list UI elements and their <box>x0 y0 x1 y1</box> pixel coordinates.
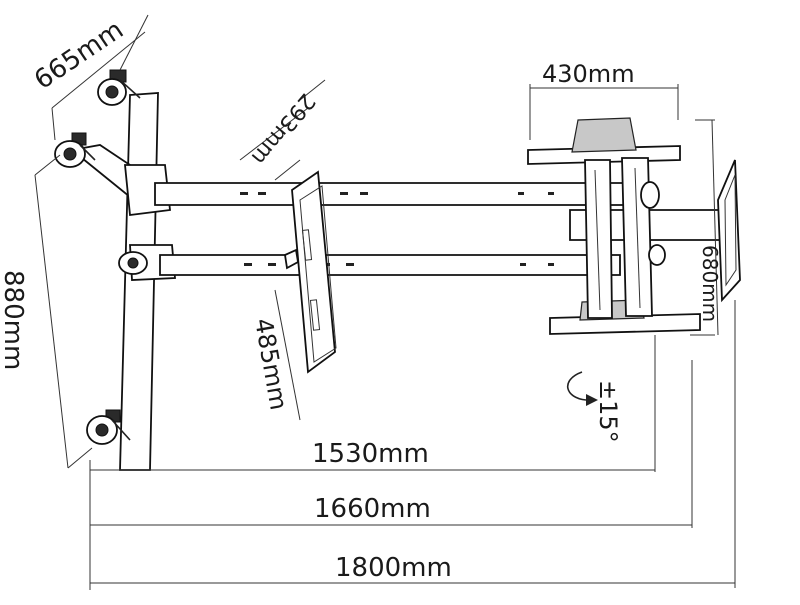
label-base-length: 880mm <box>0 270 28 370</box>
mount-upright-left <box>584 159 613 319</box>
caster-bottom <box>86 409 131 445</box>
caster-wheels <box>54 69 148 445</box>
label-mount-height: 680mm <box>698 245 722 322</box>
label-plate-height: 485mm <box>249 316 293 412</box>
mount-bracket <box>527 117 741 335</box>
rail-lower <box>159 254 621 276</box>
label-length-1660: 1660mm <box>314 494 431 524</box>
plate-face <box>291 170 336 374</box>
label-length-1530: 1530mm <box>312 439 429 469</box>
caster-middle <box>118 251 148 275</box>
mount-back-panel <box>717 159 741 303</box>
label-tilt: ±15° <box>594 380 622 443</box>
label-plate-width: 293mm <box>246 88 320 169</box>
shelf-plate <box>284 170 337 374</box>
label-mount-width: 430mm <box>542 60 635 88</box>
mount-top-clamp <box>571 117 637 153</box>
rail-upper <box>154 182 641 206</box>
caster-left <box>54 132 96 168</box>
rail-holes-upper <box>240 192 554 195</box>
dimension-lines <box>34 14 736 590</box>
base-leg-long <box>119 92 159 471</box>
label-length-1800: 1800mm <box>335 553 452 583</box>
base-frame <box>69 92 176 471</box>
caster-top <box>97 69 141 106</box>
rotate-arrow-icon <box>567 371 598 406</box>
